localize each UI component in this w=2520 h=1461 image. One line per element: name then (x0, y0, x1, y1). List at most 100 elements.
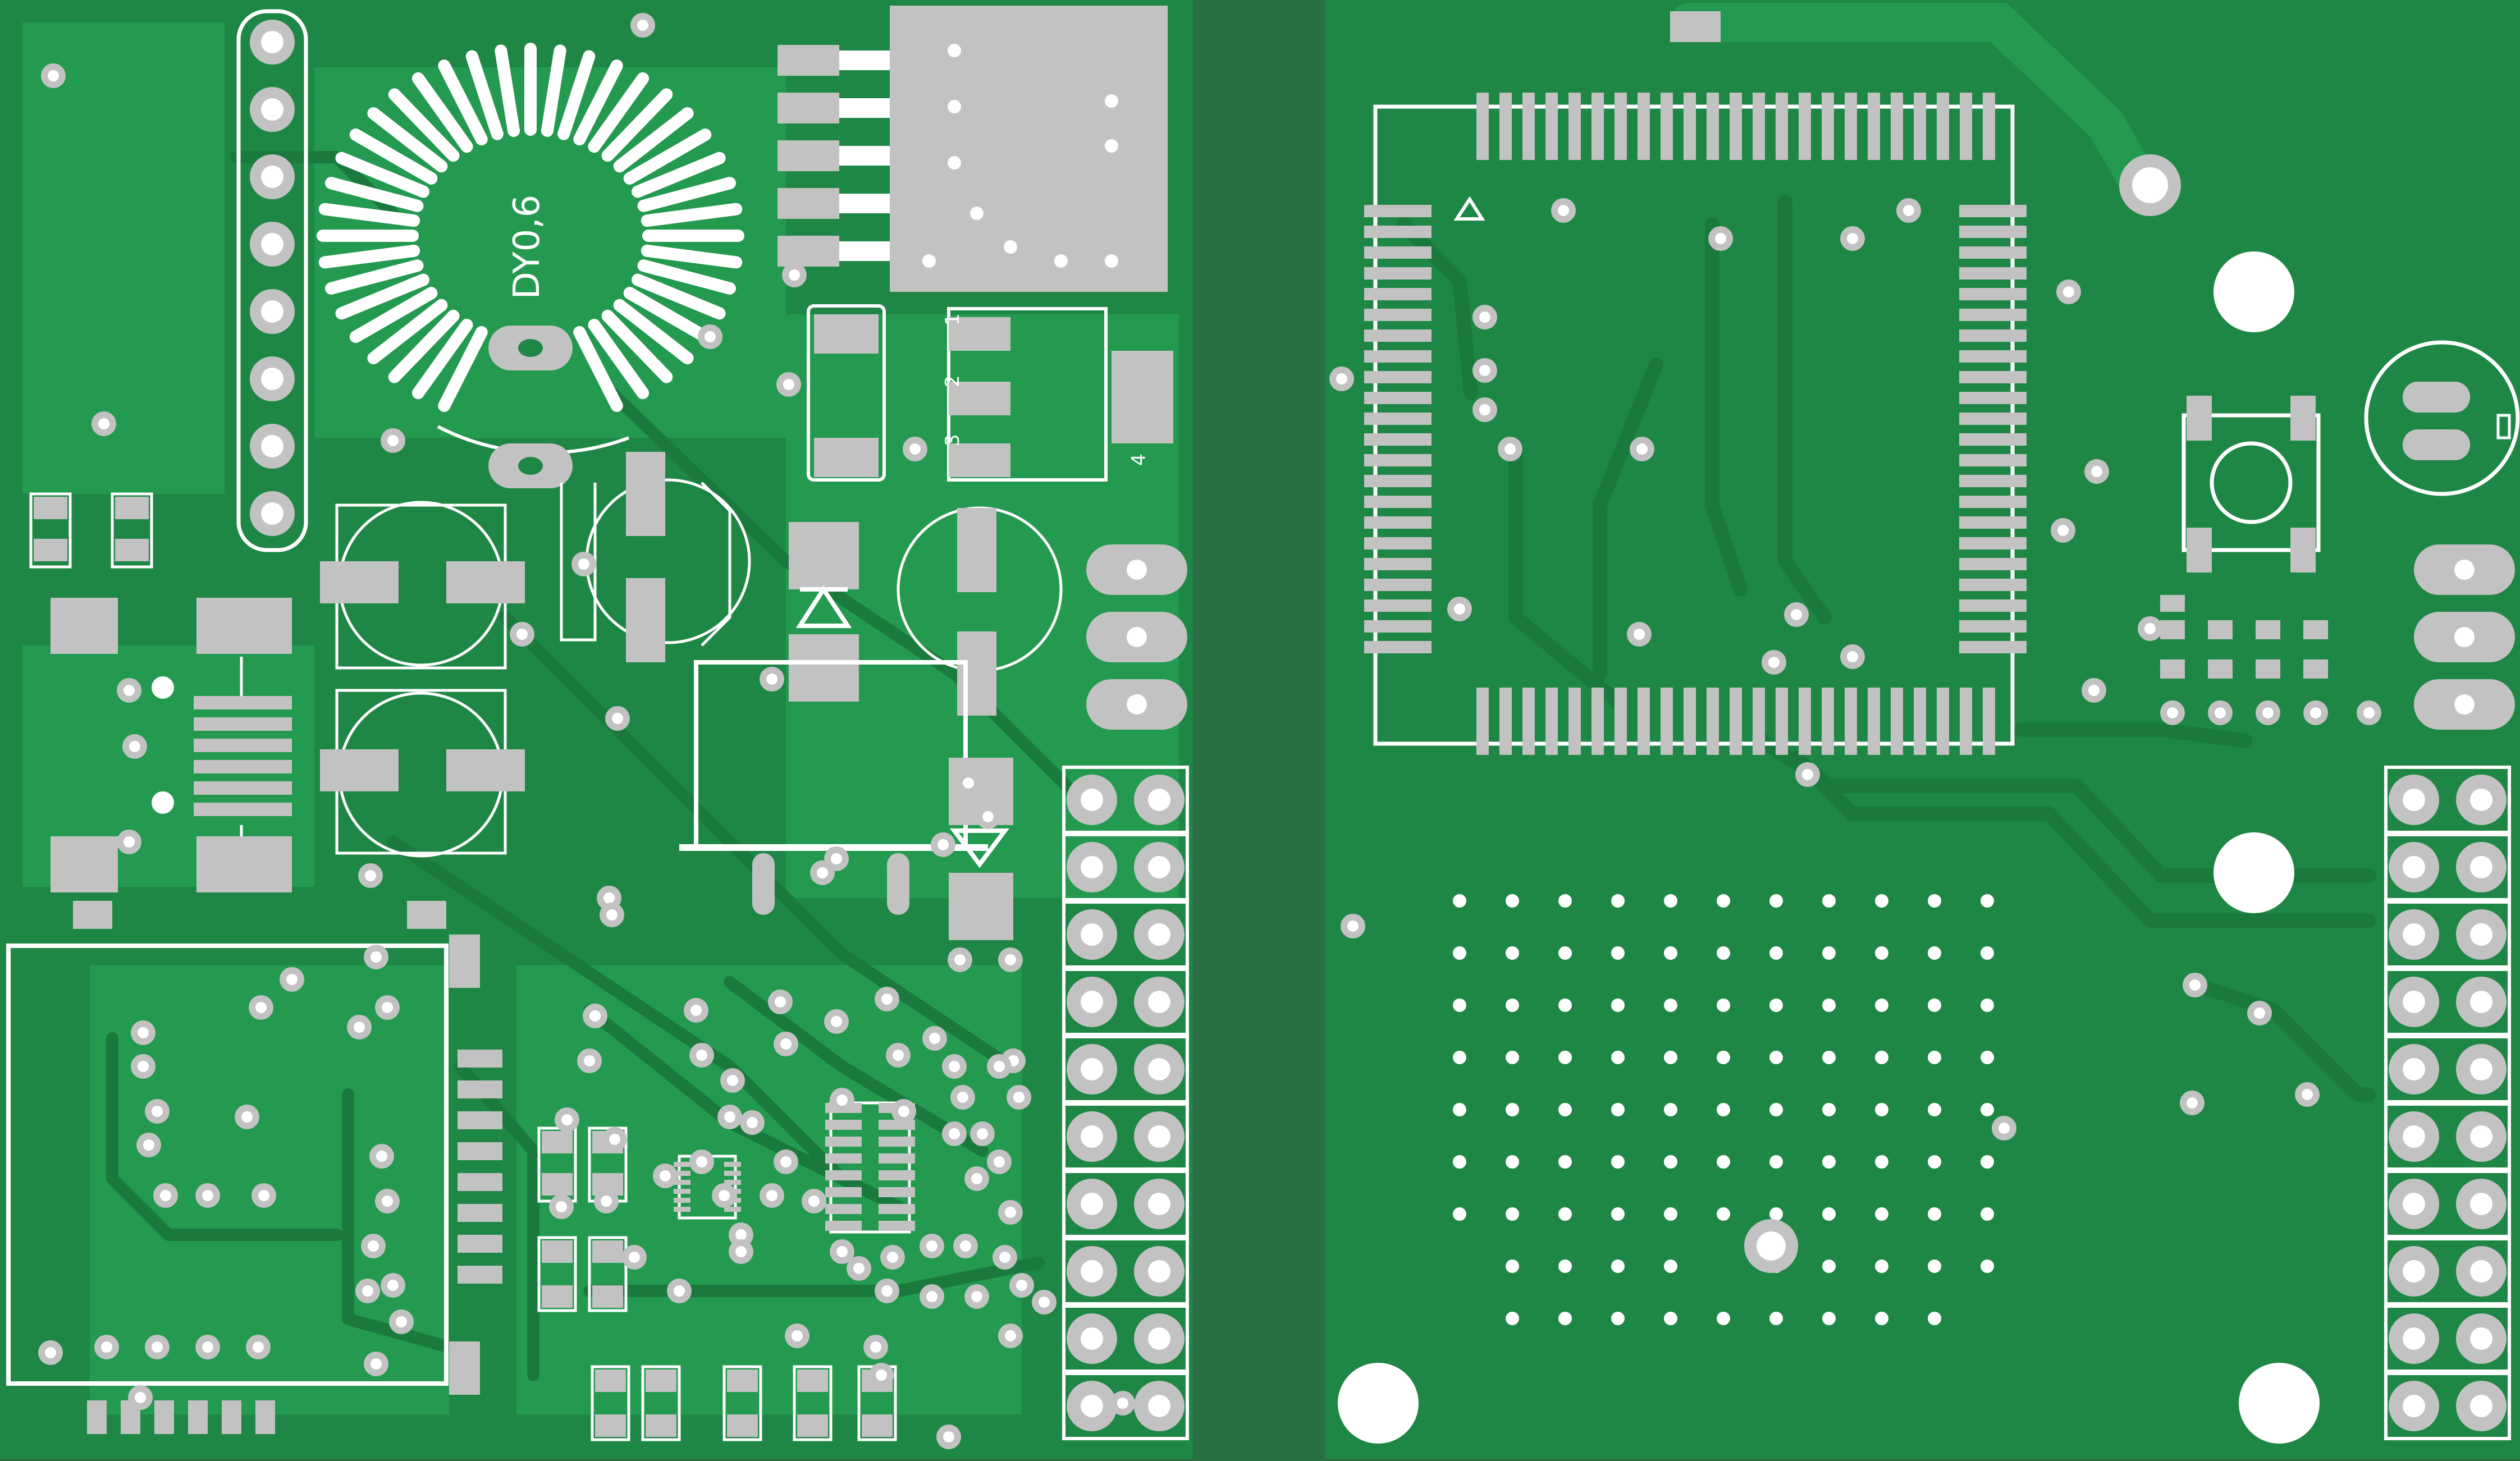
header-cell-outline (1062, 1304, 1189, 1373)
mcu-pin-bottom (1545, 688, 1558, 755)
winding (588, 318, 650, 400)
capacitor-pad (320, 749, 399, 791)
xfmr-pin (194, 696, 292, 709)
oval-pad-hole (2454, 694, 2475, 715)
via-hole (926, 1240, 937, 1252)
grid-via (1822, 999, 1836, 1012)
mcu-pin-left (1364, 288, 1431, 300)
grid-via (1822, 1312, 1836, 1325)
via-hole (960, 1240, 971, 1252)
pin-label-4: 4 (1128, 454, 1150, 466)
via-hole (949, 1128, 960, 1139)
header-pin-hole (2403, 1058, 2425, 1080)
capacitor-pad (320, 561, 399, 603)
inductor-label: DY0,6 (506, 195, 548, 300)
grid-via (1981, 946, 1994, 960)
connector-pin (87, 1400, 107, 1434)
grid-via (1664, 1260, 1677, 1273)
button-outline (2181, 413, 2321, 552)
module-pin-lead (839, 241, 890, 261)
winding (637, 177, 737, 212)
header-pin-hole (1148, 1260, 1170, 1283)
ic-pin (825, 1204, 862, 1214)
via-hole (387, 435, 399, 446)
diode-pad (789, 634, 859, 702)
mcu-pin-bottom (1937, 688, 1949, 755)
smd-pad (949, 317, 1010, 351)
grid-via (1875, 999, 1888, 1012)
grid-via (1981, 1051, 1994, 1064)
module-pin-lead (839, 146, 890, 166)
via-hole (1479, 365, 1490, 376)
mcu-pin-bottom (1707, 688, 1719, 755)
small-pad (2160, 595, 2185, 612)
oval-pad-hole (1127, 560, 1147, 580)
via-hole (561, 1114, 573, 1125)
smd-pad (814, 438, 879, 477)
grid-via (1928, 1260, 1941, 1273)
small-pad (592, 1285, 623, 1308)
thermal-via-grid (1453, 894, 1994, 1325)
via-hole (202, 1341, 213, 1353)
grid-via (1664, 946, 1677, 960)
via-hole (780, 1156, 792, 1167)
grid-via (1928, 1155, 1941, 1169)
via-hole (735, 1229, 747, 1240)
via-hole (286, 974, 298, 985)
via-hole (376, 1151, 387, 1162)
via-hole (887, 1252, 898, 1263)
mcu-pin-top (1960, 93, 1972, 160)
via-hole (2189, 979, 2201, 991)
grid-via (1558, 1103, 1572, 1116)
via-hole (836, 1246, 848, 1257)
grid-via (1769, 1207, 1783, 1221)
header-pin-hole (1081, 991, 1103, 1013)
via-hole (1998, 1123, 2010, 1134)
mcu-pin-top (1868, 93, 1880, 160)
oval-pad-hole (1127, 627, 1147, 647)
via-hole (957, 1092, 968, 1103)
header-cell-outline (2384, 1102, 2511, 1171)
header-pin-hole (1148, 789, 1170, 811)
grid-via (1717, 1207, 1730, 1221)
grid-via (1664, 1051, 1677, 1064)
via-hole (690, 1005, 702, 1016)
module-side-pin (458, 1050, 502, 1068)
via-hole (719, 1190, 730, 1201)
mcu-pin-left (1364, 537, 1431, 549)
via-hole (1634, 629, 1645, 640)
via-hole (2254, 1007, 2265, 1019)
grid-via (1558, 1051, 1572, 1064)
module-via (948, 44, 961, 57)
grid-via (1981, 1103, 1994, 1116)
winding (367, 299, 448, 365)
resistor-outline (588, 1236, 628, 1312)
ic-pin (879, 1137, 915, 1147)
module-via (1004, 240, 1017, 254)
small-pad (2256, 620, 2280, 639)
via-hole (371, 1358, 382, 1370)
buzzer-pad (2403, 382, 2470, 413)
header-cell-outline (1062, 1035, 1189, 1103)
ic-pin (825, 1137, 862, 1147)
grid-via (1453, 1207, 1466, 1221)
via-hole (2215, 707, 2226, 718)
small-pad (862, 1414, 893, 1437)
via-hole (870, 1341, 881, 1353)
mcu-pin-right (1959, 288, 2027, 300)
ic-pin (879, 1204, 915, 1214)
resistor-outline (722, 1365, 762, 1441)
mcu-pin-bottom (1891, 688, 1903, 755)
resistor-outline (591, 1365, 630, 1441)
small-pad (2208, 659, 2233, 679)
grid-via (1981, 999, 1994, 1012)
pin1-marker (1453, 196, 1485, 221)
oval-pads-right (2414, 544, 2515, 730)
via-hole (817, 867, 828, 878)
winding (411, 318, 473, 400)
capacitor-pad (626, 452, 665, 536)
grid-via (1664, 1155, 1677, 1169)
grid-via (1822, 894, 1836, 908)
via-hole (660, 1170, 671, 1181)
ic-pin (825, 1153, 862, 1164)
